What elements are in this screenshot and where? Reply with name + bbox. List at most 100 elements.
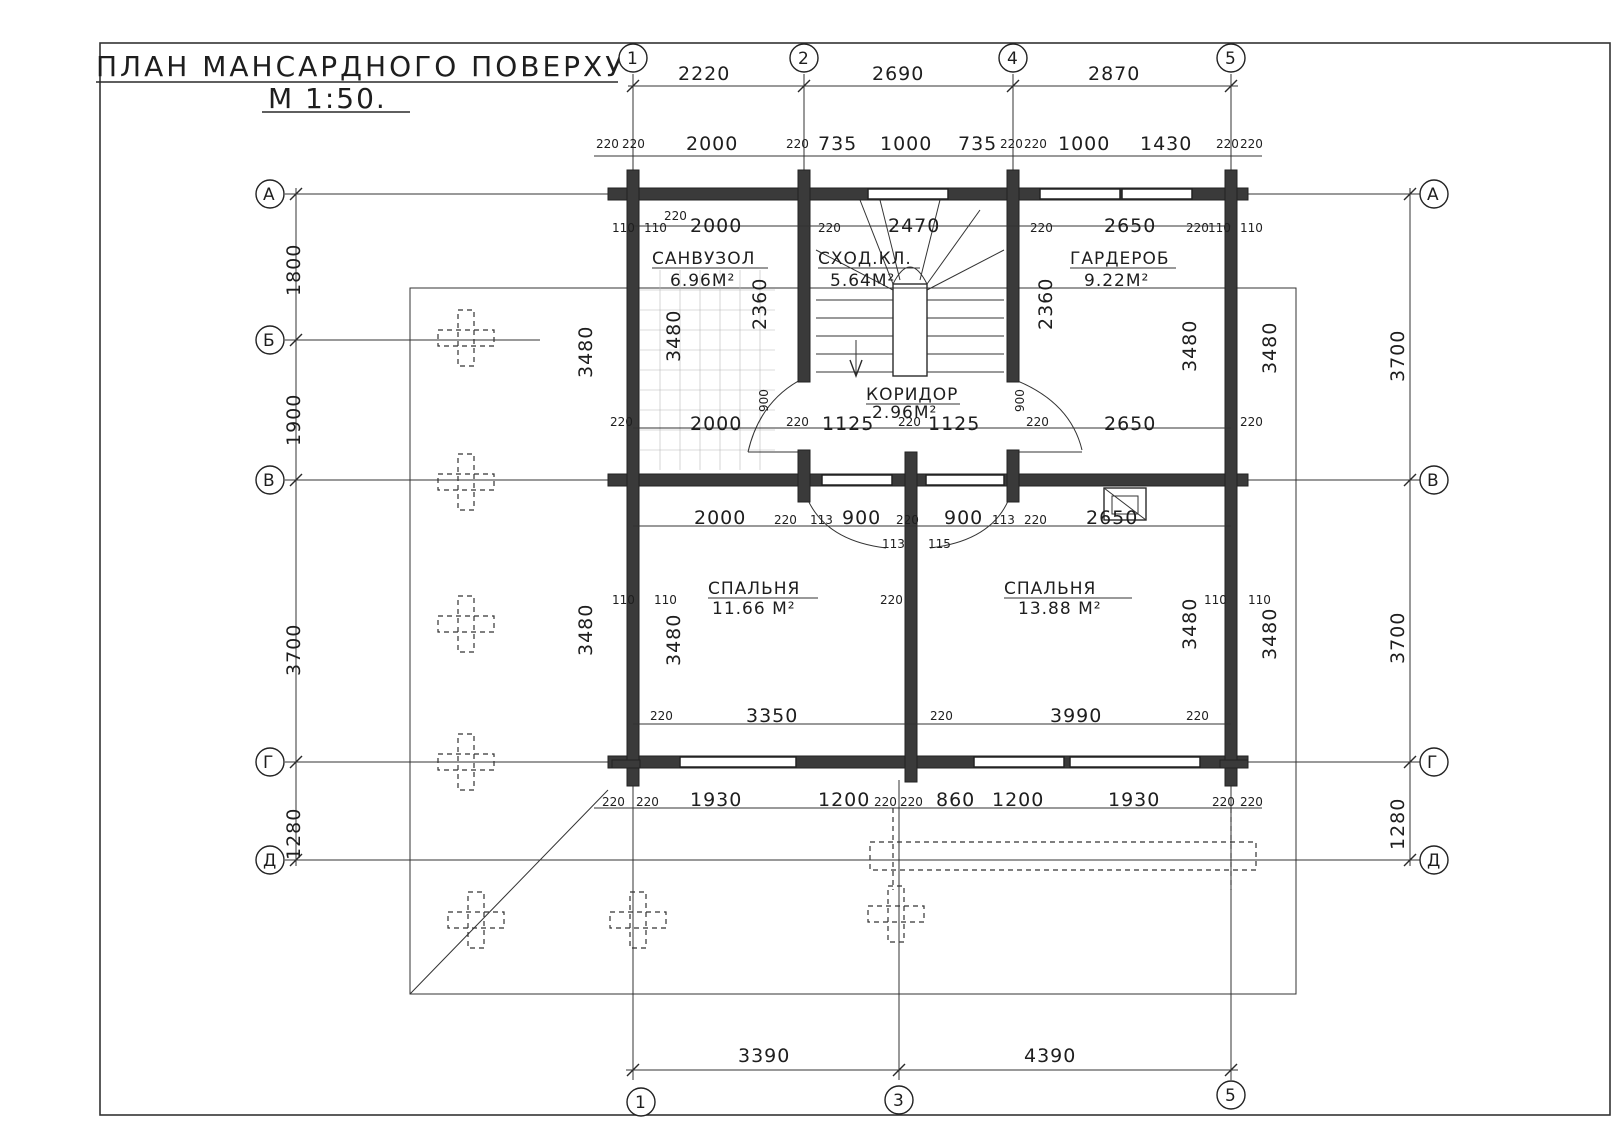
dim-top2-220-f: 220 [1216,137,1239,151]
room-name-stairs: СХОД.КЛ. [818,249,912,269]
axis-marker-top-5: 5 [1216,43,1246,73]
dim-110-d: 110 [1240,221,1263,235]
dim-r4-3990: 3990 [1050,705,1102,727]
dim-220-r1c: 220 [1030,221,1053,235]
tick [892,1063,906,1077]
dim-v-3480-c: 3480 [1179,320,1201,372]
dim-r1-2650: 2650 [1104,215,1156,237]
axis-marker-bottom-3: 3 [884,1085,914,1115]
porch-projection [869,841,1257,871]
dim-right-1280: 1280 [1387,798,1409,850]
dim-220-r2a: 220 [610,415,633,429]
axis-marker-left-A: А [255,179,285,209]
pile-symbols [437,309,925,949]
dim-top2-1000-b: 1000 [1058,133,1110,155]
dim-110-c: 110 [1208,221,1231,235]
dim-110-h: 110 [1248,593,1271,607]
dim-220-r3c: 220 [1024,513,1047,527]
roof-hip-line [409,789,609,995]
dim-top-2870: 2870 [1088,63,1140,85]
dim-right-3700-a: 3700 [1387,330,1409,382]
dim-110-g: 110 [1204,593,1227,607]
room-name-bedroom-2: СПАЛЬНЯ [1004,579,1096,599]
drawing-scale: М 1:50. [268,82,387,115]
dim-top2-220-a: 220 [596,137,619,151]
room-area-stairs: 5.64М² [830,271,895,291]
axis-marker-left-G: Г [255,747,285,777]
dim-top2-1430: 1430 [1140,133,1192,155]
axis-marker-left-B: Б [255,325,285,355]
tick [797,79,811,93]
roof-outline [409,287,1297,995]
dim-r3-900-a: 900 [842,507,881,529]
tick [289,853,303,867]
tick [1403,473,1417,487]
tick [289,755,303,769]
dim-v-3480-a: 3480 [575,326,597,378]
dim-220-r2d: 220 [1026,415,1049,429]
tick [1224,1063,1238,1077]
dim-r2-2000: 2000 [690,413,742,435]
sheet-frame [99,42,1611,1116]
axis-marker-bottom-5: 5 [1216,1080,1246,1110]
dim-220-r2b: 220 [786,415,809,429]
dim-220-mid: 220 [880,593,903,607]
dim-v-3480-e: 3480 [575,604,597,656]
axis-marker-top-2: 2 [789,43,819,73]
svg-text:2: 2 [798,49,809,69]
dim-220-r3a: 220 [774,513,797,527]
svg-text:А: А [1427,185,1439,205]
dim-113-c: 113 [882,537,905,551]
room-area-bedroom-1: 11.66 М² [712,599,796,619]
dim-r2-1125-b: 1125 [928,413,980,435]
dim-r4-3350: 3350 [746,705,798,727]
dim-r3-900-b: 900 [944,507,983,529]
dim-220-r1b: 220 [818,221,841,235]
dim-left-1280: 1280 [283,808,305,860]
dim-bot2-220-a: 220 [602,795,625,809]
tick [626,79,640,93]
dim-bot2-1930-a: 1930 [690,789,742,811]
dim-v-3480-h: 3480 [1259,608,1281,660]
dim-220-r1a: 220 [664,209,687,223]
chimney-inner [1111,495,1139,515]
tick [1403,853,1417,867]
dim-top-2220: 2220 [678,63,730,85]
chimney-hatch [1103,487,1147,521]
dim-110-f: 110 [654,593,677,607]
dim-220-r3b: 220 [896,513,919,527]
dim-bot2-1200-a: 1200 [818,789,870,811]
dim-top2-220-d: 220 [1000,137,1023,151]
svg-text:Г: Г [1427,753,1437,773]
dim-top2-220-e: 220 [1024,137,1047,151]
chimney [1103,487,1147,521]
svg-text:Д: Д [1427,851,1440,871]
tick [1224,79,1238,93]
dim-r1-2470: 2470 [888,215,940,237]
room-area-wardrobe: 9.22М² [1084,271,1149,291]
tick [1006,79,1020,93]
axis-marker-top-1: 1 [618,43,648,73]
room-name-wardrobe: ГАРДЕРОБ [1070,249,1170,269]
axis-marker-right-A: А [1419,179,1449,209]
dim-r2-1125-a: 1125 [822,413,874,435]
dim-top2-735-a: 735 [818,133,857,155]
dim-v-3480-d: 3480 [1259,322,1281,374]
axis-marker-top-4: 4 [998,43,1028,73]
dim-220-r2e: 220 [1240,415,1263,429]
dim-bot2-220-d: 220 [900,795,923,809]
svg-text:Г: Г [263,753,273,773]
bathroom-tiles [640,270,775,470]
dim-bot2-1930-b: 1930 [1108,789,1160,811]
tick [1403,187,1417,201]
dim-v-900-b: 900 [1013,389,1027,412]
dim-left-1800: 1800 [283,244,305,296]
dim-113-b: 113 [992,513,1015,527]
axis-marker-right-V: В [1419,465,1449,495]
dim-bot2-860: 860 [936,789,975,811]
dim-110-a: 110 [612,221,635,235]
svg-text:5: 5 [1225,49,1236,69]
dim-bot2-220-c: 220 [874,795,897,809]
axis-marker-right-G: Г [1419,747,1449,777]
dim-v-3480-f: 3480 [663,614,685,666]
